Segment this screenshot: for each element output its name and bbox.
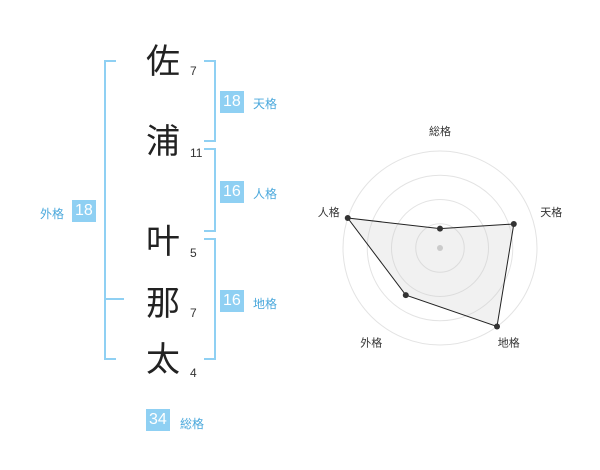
radar-point-5 bbox=[344, 215, 351, 222]
radar-ring bbox=[342, 150, 538, 346]
name-char-2: 浦 bbox=[146, 122, 180, 162]
soukaku-label: 総格 bbox=[180, 417, 205, 431]
stroke-count-4: 7 bbox=[190, 306, 197, 320]
gaikaku-badge: 18 bbox=[72, 200, 96, 222]
radar-axis-label-3: 地格 bbox=[498, 336, 520, 350]
name-char-5: 太 bbox=[146, 340, 180, 380]
radar-axis-label-4: 外格 bbox=[360, 336, 382, 350]
radar-axis-label-2: 天格 bbox=[540, 205, 562, 219]
stroke-count-5: 4 bbox=[190, 366, 197, 380]
gaikaku-bracket bbox=[104, 60, 116, 360]
chikaku-bracket bbox=[204, 238, 216, 360]
jinkaku-bracket bbox=[204, 148, 216, 232]
soukaku-badge: 34 bbox=[146, 409, 170, 431]
name-char-1: 佐 bbox=[146, 42, 180, 82]
stroke-count-1: 7 bbox=[190, 64, 197, 78]
radar-data-polygon bbox=[346, 217, 515, 328]
tenkaku-bracket bbox=[204, 60, 216, 142]
jinkaku-label: 人格 bbox=[253, 187, 278, 201]
gaikaku-label: 外格 bbox=[40, 207, 65, 221]
chikaku-label: 地格 bbox=[253, 297, 278, 311]
gaikaku-split-tick bbox=[106, 298, 124, 300]
radar-ring bbox=[415, 223, 465, 273]
stroke-count-2: 11 bbox=[190, 146, 203, 160]
radar-point-1 bbox=[437, 225, 443, 232]
radar-point-3 bbox=[494, 323, 501, 330]
radar-ring bbox=[391, 199, 489, 297]
radar-center-dot bbox=[437, 245, 443, 251]
name-char-3: 叶 bbox=[146, 222, 180, 262]
radar-axis-label-5: 人格 bbox=[318, 205, 340, 219]
name-char-4: 那 bbox=[146, 284, 180, 324]
tenkaku-label: 天格 bbox=[253, 97, 278, 111]
radar-axis-label-1: 総格 bbox=[429, 124, 451, 138]
jinkaku-badge: 16 bbox=[220, 181, 244, 203]
stroke-count-3: 5 bbox=[190, 246, 197, 260]
radar-point-4 bbox=[402, 292, 409, 299]
tenkaku-badge: 18 bbox=[220, 91, 244, 113]
chikaku-badge: 16 bbox=[220, 290, 244, 312]
radar-point-2 bbox=[510, 221, 517, 228]
radar-ring bbox=[366, 174, 514, 322]
